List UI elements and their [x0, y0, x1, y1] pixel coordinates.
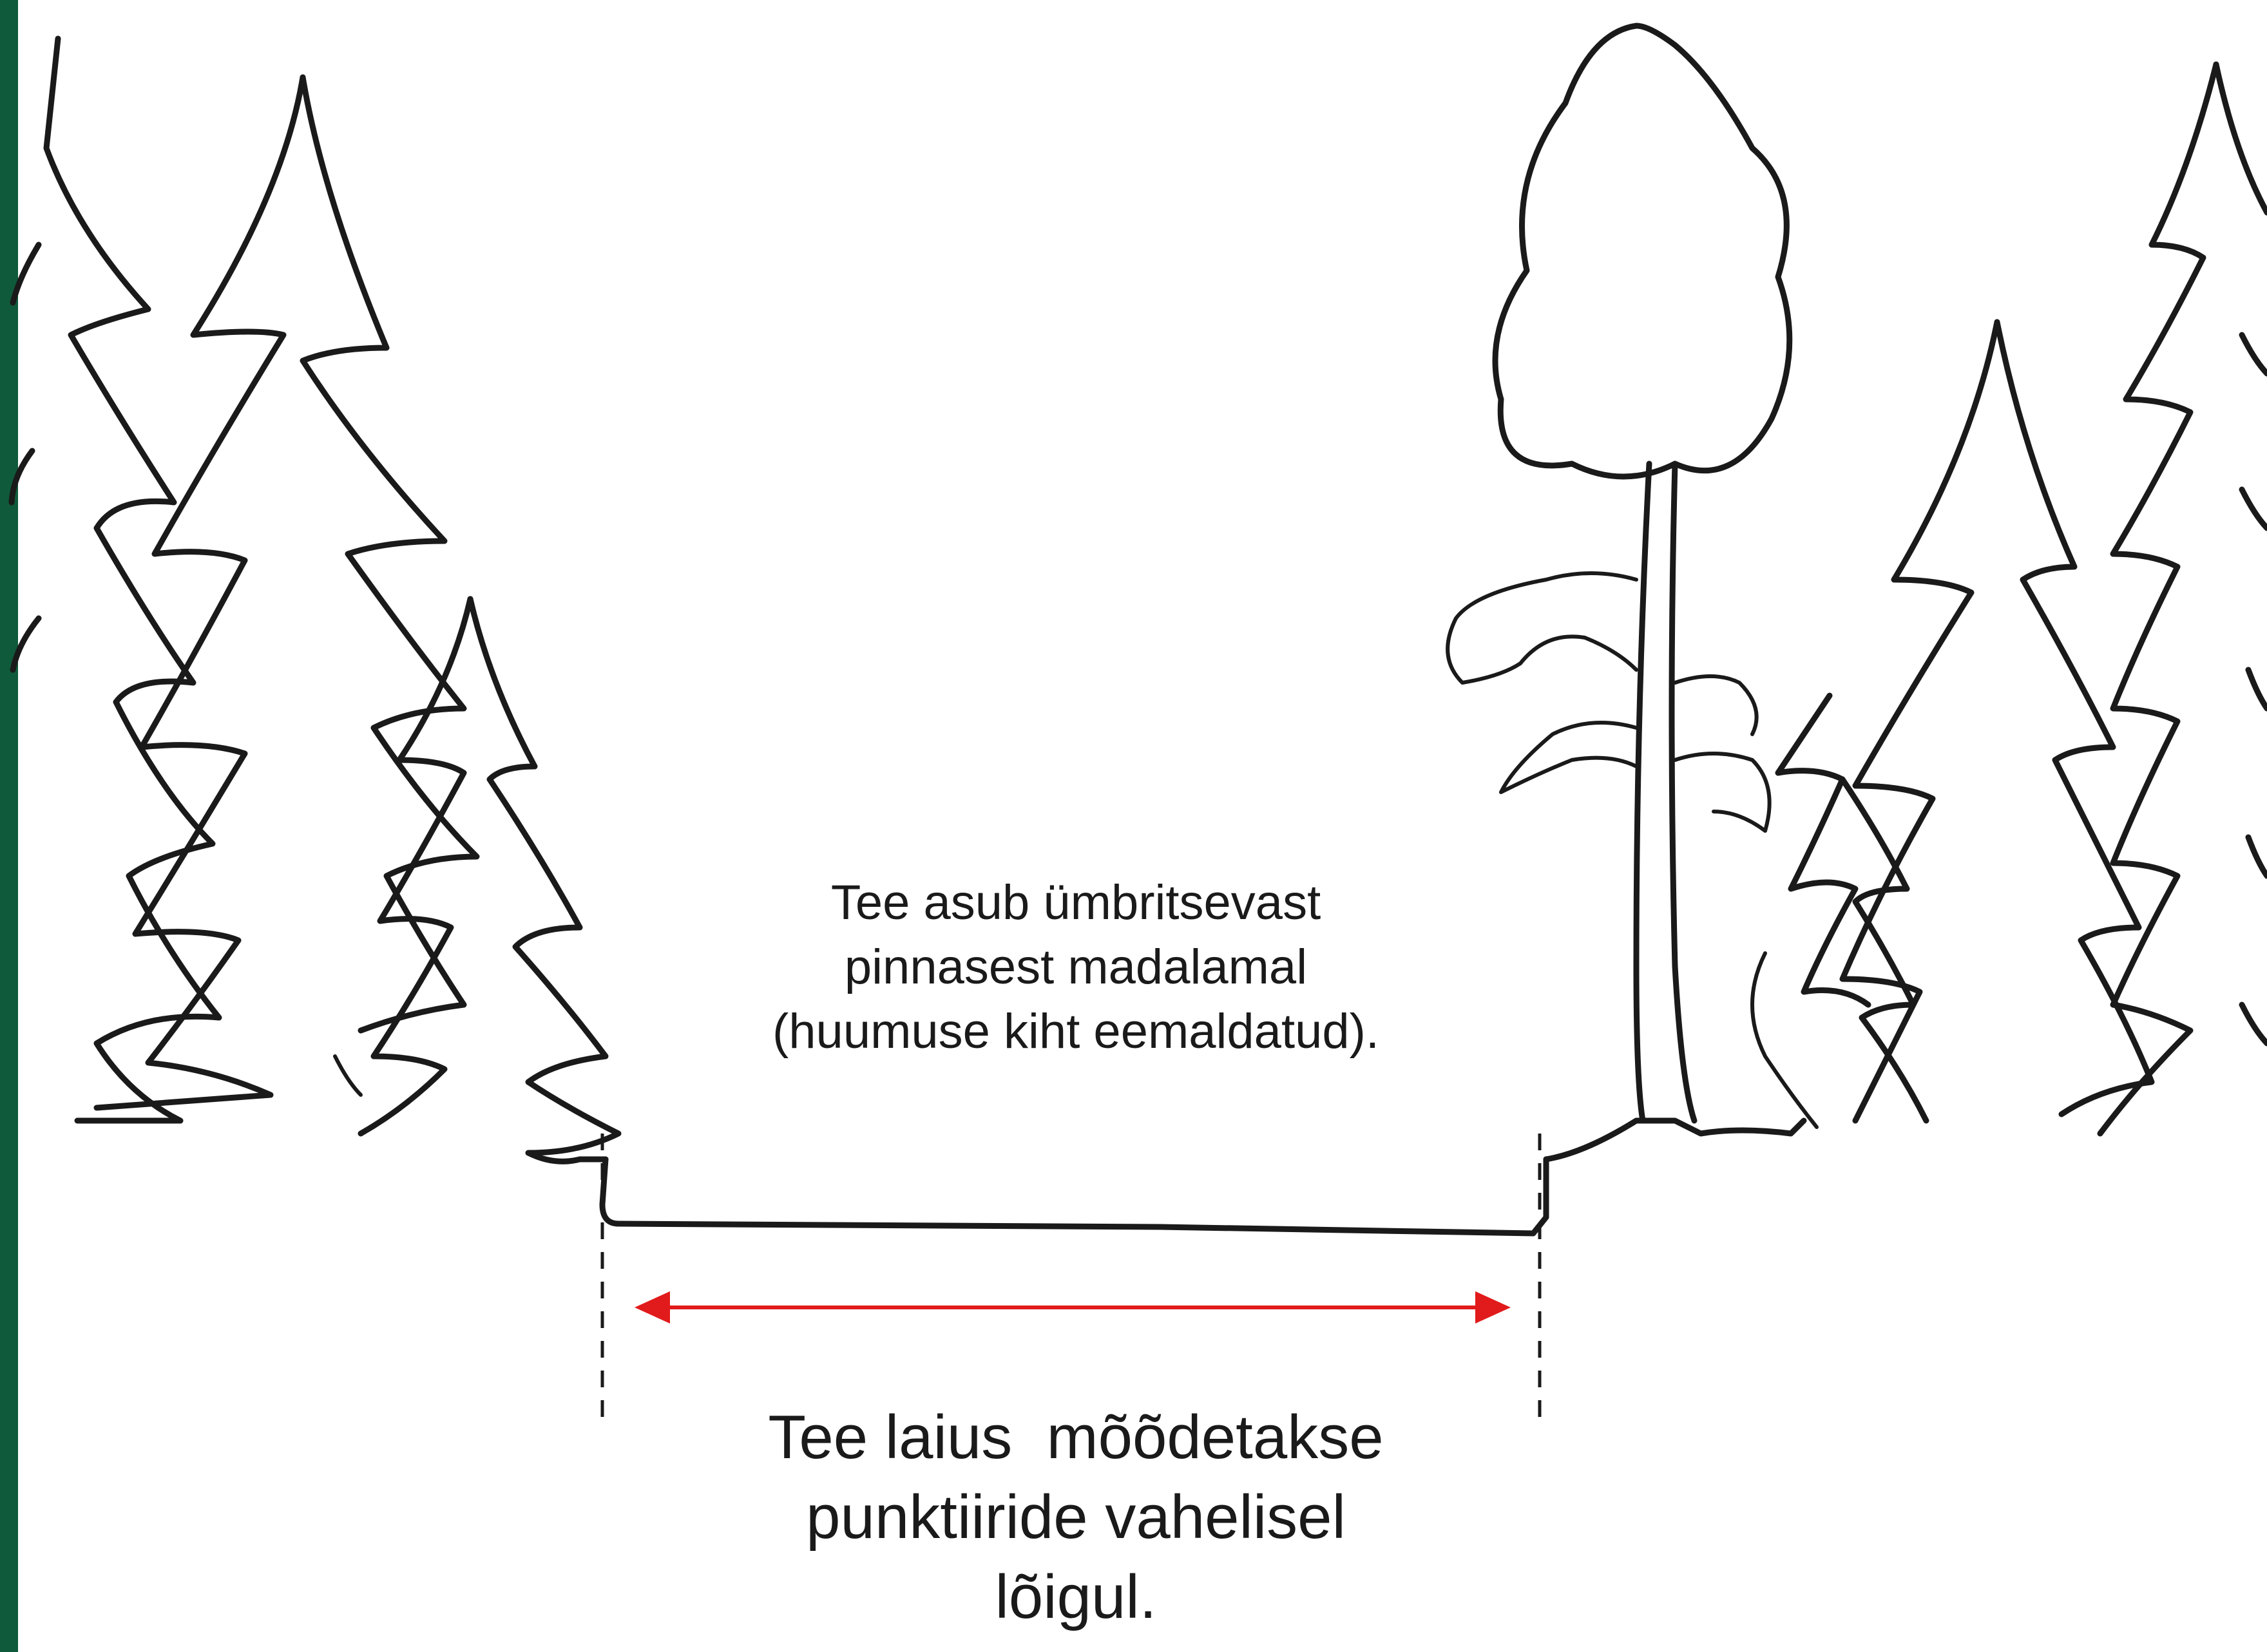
spruce-tree-icon [46, 39, 219, 1121]
spruce-tree-icon [12, 245, 39, 670]
spruce-tree-icon [2100, 64, 2216, 1134]
spruce-tree-icon [1778, 696, 1868, 1005]
width-note-line: Tee laius mõõdetakse [709, 1398, 1443, 1477]
road-width-note: Tee laius mõõdetakse punktiiride vahelis… [709, 1398, 1443, 1637]
depression-note-line: (huumuse kiht eemaldatud). [696, 1000, 1456, 1064]
width-note-line: punktiiride vahelisel [709, 1477, 1443, 1557]
deciduous-tree-icon [1636, 464, 1649, 1121]
depression-note-line: Tee asub ümbritsevast [696, 871, 1456, 935]
spruce-tree-icon [303, 77, 477, 1030]
width-note-line: lõigul. [709, 1557, 1443, 1637]
spruce-tree-icon [97, 77, 303, 1108]
depression-note-line: pinnasest madalamal [696, 935, 1456, 1000]
right-forest [1448, 26, 2267, 1159]
double-arrow-icon [635, 1291, 1511, 1324]
road-depression-note: Tee asub ümbritsevast pinnasest madalama… [696, 871, 1456, 1064]
spruce-tree-icon [2216, 64, 2267, 1043]
deciduous-tree-icon [1672, 464, 1694, 1121]
spruce-tree-icon [470, 599, 618, 1161]
road-surface [602, 1159, 1546, 1233]
spruce-tree-icon [1997, 322, 2152, 1114]
deciduous-tree-icon [1495, 26, 1790, 477]
left-forest [12, 39, 618, 1161]
